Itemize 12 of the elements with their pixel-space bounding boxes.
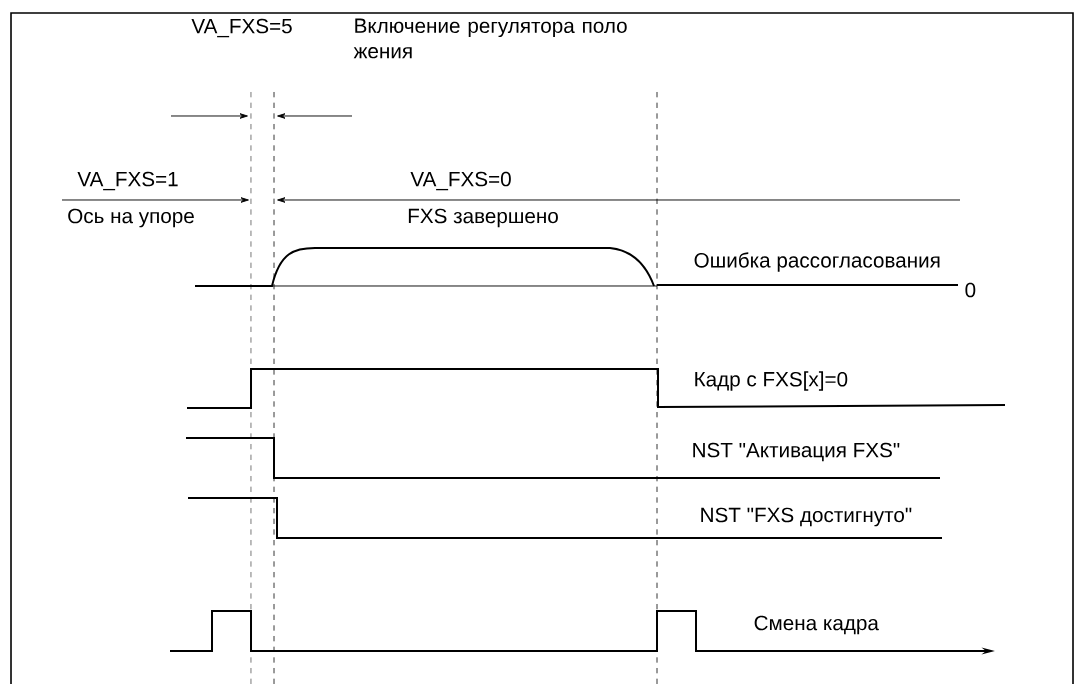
label: VA_FXS=5	[191, 18, 292, 38]
label: Ось на упоре	[68, 208, 194, 228]
label: VA_FXS=1	[77, 171, 178, 191]
label: Смена кадра	[754, 615, 879, 635]
label: Ошибка рассогласования	[694, 252, 940, 272]
label: Кадр с FXS[x]=0	[695, 371, 848, 391]
label: NST "Активация FXS"	[693, 442, 900, 462]
label: Включение регулятора поло жения	[353, 18, 627, 59]
label: FXS завершено	[408, 208, 558, 228]
label: 0	[965, 282, 976, 298]
label: NST "FXS достигнуто"	[701, 507, 912, 527]
label: VA_FXS=0	[410, 171, 511, 191]
